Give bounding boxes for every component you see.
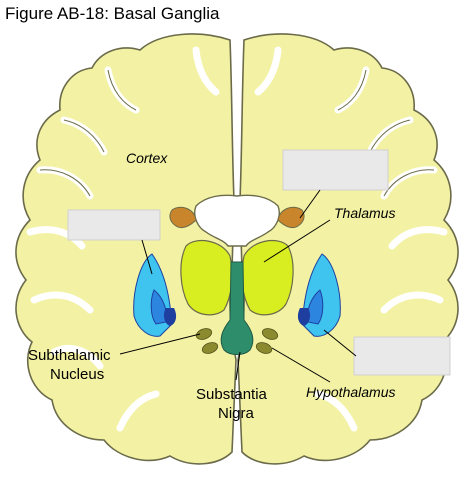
label-thalamus: Thalamus <box>334 205 395 221</box>
blank-label-box-bottom-right <box>353 336 451 376</box>
caudate-right <box>277 206 305 229</box>
globus-right <box>297 308 311 326</box>
small-nuclei <box>195 328 279 354</box>
leader-lines <box>119 189 357 383</box>
putamen-left-inner <box>150 289 167 325</box>
label-hypothalamus: Hypothalamus <box>306 384 396 400</box>
thalamus-left <box>180 239 233 316</box>
blank-label-box-top-right <box>282 149 389 191</box>
label-cortex: Cortex <box>126 150 168 166</box>
label-subthalamic-line1: Subthalamic <box>28 347 111 364</box>
globus-left <box>163 308 177 326</box>
label-substantia-line1: Substantia <box>196 386 268 403</box>
caudate-left <box>169 206 197 229</box>
figure-title: Figure AB-18: Basal Ganglia <box>5 4 220 23</box>
label-substantia-line2: Nigra <box>218 405 255 422</box>
thalamus-right <box>241 239 294 316</box>
blank-label-box-left <box>67 209 161 241</box>
third-ventricle <box>220 261 254 355</box>
sulci-outline <box>39 69 435 197</box>
label-subthalamic-line2: Nucleus <box>50 366 104 383</box>
putamen-right-inner <box>307 289 324 325</box>
corpus-callosum <box>194 194 280 247</box>
